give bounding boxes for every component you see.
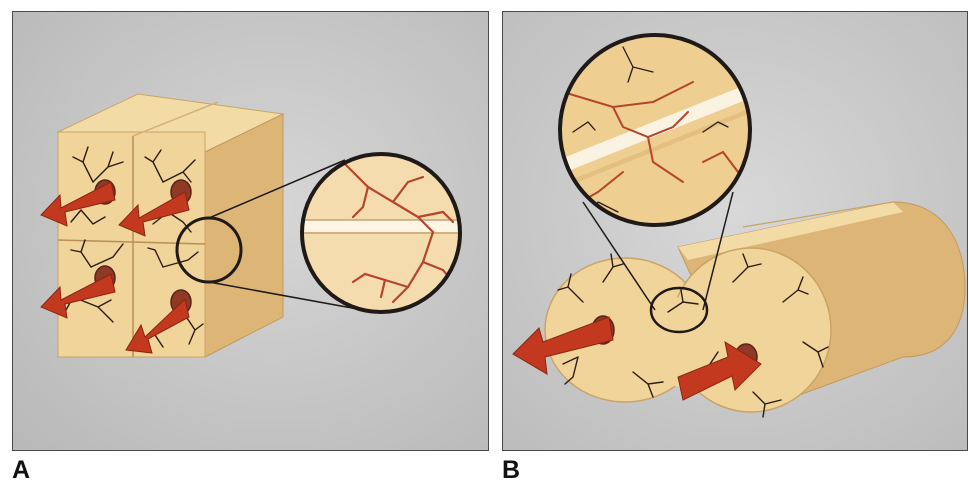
panel-b-illustration — [503, 12, 968, 451]
panel-label-a: A — [12, 458, 30, 483]
panel-label-b: B — [502, 458, 520, 483]
panel-a-illustration — [13, 12, 489, 451]
panel-a — [12, 11, 489, 451]
panel-b — [502, 11, 968, 451]
